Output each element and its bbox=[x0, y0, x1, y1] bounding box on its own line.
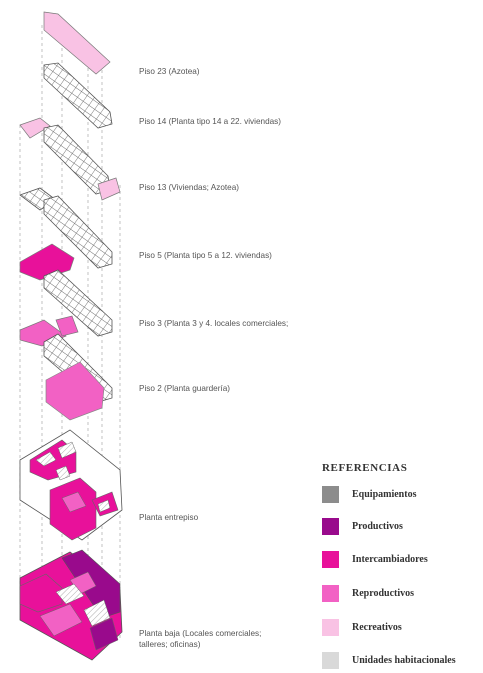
floor-plan-p2 bbox=[19, 315, 113, 421]
legend-item-reproductivos: Reproductivos bbox=[322, 584, 414, 602]
floor-label-p13: Piso 13 (Viviendas; Azotea) bbox=[139, 183, 239, 192]
floor-plan-p13 bbox=[19, 117, 121, 201]
legend-label-unidades-habitacionales: Unidades habitacionales bbox=[352, 654, 456, 666]
floor-plan-p14 bbox=[43, 62, 113, 129]
floor-plan-p3 bbox=[19, 243, 113, 337]
floor-label-p14: Piso 14 (Planta tipo 14 a 22. viviendas) bbox=[139, 117, 282, 126]
legend-swatch-recreativos bbox=[322, 618, 339, 636]
legend-swatch-unidades-habitacionales bbox=[322, 651, 339, 669]
floor-plan-entrepiso bbox=[19, 429, 123, 541]
legend-item-recreativos: Recreativos bbox=[322, 618, 402, 636]
legend-item-unidades-habitacionales: Unidades habitacionales bbox=[322, 651, 456, 669]
floor-label-p2: Piso 2 (Planta guardería) bbox=[139, 384, 231, 393]
floor-plan-p5 bbox=[19, 187, 113, 269]
floor-label-p3: Piso 3 (Planta 3 y 4. locales comerciale… bbox=[139, 319, 289, 328]
legend-item-productivos: Productivos bbox=[322, 517, 403, 535]
legend-label-intercambiadores: Intercambiadores bbox=[352, 553, 428, 565]
legend-label-reproductivos: Reproductivos bbox=[352, 587, 415, 599]
legend-title: REFERENCIAS bbox=[322, 462, 408, 474]
floor-label-p23: Piso 23 (Azotea) bbox=[139, 67, 200, 76]
floor-plan-planta-baja bbox=[19, 549, 123, 661]
floor-label-planta-baja: Planta baja (Locales comerciales; bbox=[139, 629, 262, 638]
floor-label-entrepiso: Planta entrepiso bbox=[139, 513, 199, 522]
floor-label-p5: Piso 5 (Planta tipo 5 a 12. viviendas) bbox=[139, 251, 272, 260]
legend-swatch-equipamientos bbox=[322, 485, 339, 503]
legend-item-intercambiadores: Intercambiadores bbox=[322, 550, 428, 568]
floor-plan-p23 bbox=[43, 11, 111, 75]
legend-swatch-intercambiadores bbox=[322, 550, 339, 568]
legend-label-productivos: Productivos bbox=[352, 520, 403, 532]
legend-swatch-productivos bbox=[322, 517, 339, 535]
floor-label-planta-baja-line2: talleres; oficinas) bbox=[139, 640, 201, 649]
legend-item-equipamientos: Equipamientos bbox=[322, 485, 416, 503]
legend-label-recreativos: Recreativos bbox=[352, 621, 402, 633]
legend-label-equipamientos: Equipamientos bbox=[352, 488, 417, 500]
legend-swatch-reproductivos bbox=[322, 584, 339, 602]
